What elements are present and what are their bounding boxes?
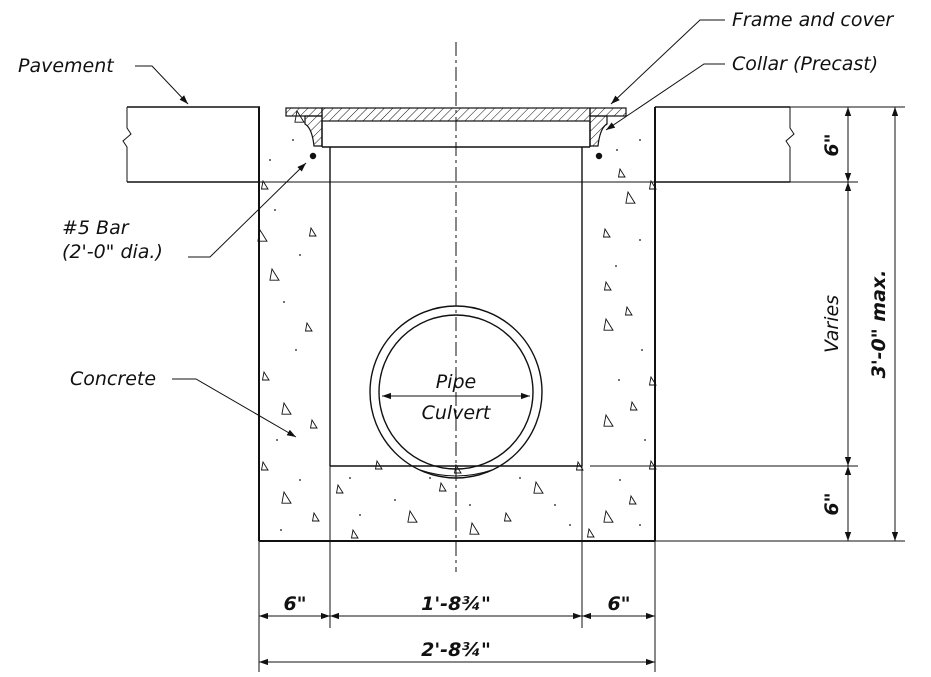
- aggregate-triangle: [648, 459, 657, 470]
- dim-top-collar: 6": [821, 133, 843, 156]
- dim-total-width: 2'-8¾": [421, 639, 491, 661]
- aggregate-triangle: [648, 375, 657, 386]
- concrete-aggregate: [257, 109, 657, 539]
- vertical-dimensions: [590, 106, 905, 541]
- pavement-leader: [135, 65, 189, 105]
- aggregate-dot: [292, 139, 294, 141]
- aggregate-triangle: [503, 511, 512, 522]
- aggregate-triangle: [438, 481, 447, 492]
- aggregate-triangle: [648, 179, 657, 190]
- aggregate-dot: [616, 149, 618, 151]
- pipe-label-line1: Pipe: [436, 371, 477, 393]
- rebar-right: [595, 152, 603, 160]
- aggregate-triangle: [308, 226, 317, 237]
- aggregate-dot: [639, 524, 641, 526]
- aggregate-dot: [639, 239, 641, 241]
- aggregate-dot: [295, 349, 297, 351]
- aggregate-triangle: [603, 280, 612, 291]
- aggregate-dot: [519, 477, 521, 479]
- bar-label-line2: (2'-0" dia.): [62, 241, 163, 263]
- aggregate-dot: [469, 504, 471, 506]
- aggregate-dot: [644, 439, 646, 441]
- aggregate-dot: [276, 439, 278, 441]
- aggregate-dot: [615, 265, 617, 267]
- collar-label: Collar (Precast): [732, 53, 878, 75]
- aggregate-triangle: [304, 321, 313, 332]
- collar-leader: [605, 63, 725, 131]
- aggregate-dot: [299, 479, 301, 481]
- dim-inner-width: 1'-8¾": [421, 593, 491, 615]
- dim-varies: Varies: [821, 295, 843, 353]
- frame-cover-label: Frame and cover: [732, 9, 894, 31]
- aggregate-triangle: [335, 483, 344, 494]
- aggregate-dot: [569, 524, 571, 526]
- bar-label-line1: #5 Bar: [62, 217, 130, 239]
- aggregate-triangle: [374, 459, 383, 470]
- aggregate-triangle: [257, 228, 268, 242]
- pavement-label: Pavement: [18, 55, 115, 77]
- aggregate-dot: [639, 139, 641, 141]
- aggregate-triangle: [628, 494, 637, 505]
- aggregate-dot: [280, 529, 282, 531]
- aggregate-triangle: [469, 521, 480, 535]
- aggregate-dot: [554, 504, 556, 506]
- aggregate-dot: [269, 159, 271, 161]
- concrete-leader: [172, 378, 297, 438]
- aggregate-triangle: [625, 190, 636, 204]
- aggregate-triangle: [407, 509, 418, 523]
- aggregate-triangle: [260, 179, 269, 190]
- aggregate-triangle: [602, 227, 611, 238]
- leaders: [135, 19, 725, 438]
- concrete-label: Concrete: [70, 368, 156, 390]
- aggregate-dot: [394, 499, 396, 501]
- aggregate-triangle: [617, 167, 626, 178]
- dim-bottom-slab: 6": [821, 492, 843, 515]
- aggregate-triangle: [269, 267, 280, 281]
- aggregate-triangle: [453, 463, 462, 474]
- bar-leader: [188, 162, 307, 258]
- aggregate-triangle: [261, 370, 270, 381]
- aggregate-dot: [359, 514, 361, 516]
- rebar-left: [309, 152, 317, 160]
- aggregate-triangle: [350, 528, 359, 539]
- aggregate-triangle: [311, 511, 320, 522]
- aggregate-triangle: [624, 305, 633, 316]
- aggregate-triangle: [586, 527, 595, 538]
- dim-right-wall: 6": [607, 593, 630, 615]
- dim-total-height: 3'-0" max.: [868, 270, 890, 379]
- aggregate-dot: [618, 379, 620, 381]
- aggregate-dot: [429, 477, 431, 479]
- aggregate-dot: [619, 479, 621, 481]
- dim-left-wall: 6": [283, 593, 306, 615]
- aggregate-dot: [283, 301, 285, 303]
- aggregate-triangle: [603, 413, 614, 427]
- frame-cover-leader: [610, 19, 725, 105]
- aggregate-triangle: [309, 418, 318, 429]
- aggregate-triangle: [575, 460, 584, 471]
- aggregate-triangle: [603, 317, 614, 331]
- aggregate-dot: [274, 209, 276, 211]
- pipe-label-line2: Culvert: [422, 402, 492, 424]
- horizontal-dimensions: [258, 466, 656, 672]
- aggregate-dot: [349, 477, 351, 479]
- aggregate-triangle: [294, 109, 305, 123]
- aggregate-triangle: [603, 509, 614, 523]
- aggregate-triangle: [629, 400, 638, 411]
- aggregate-triangle: [260, 460, 269, 471]
- aggregate-triangle: [281, 490, 292, 504]
- rebar: [309, 152, 603, 160]
- aggregate-dot: [299, 254, 301, 256]
- aggregate-dot: [641, 349, 643, 351]
- aggregate-triangle: [533, 480, 544, 494]
- aggregate-triangle: [281, 401, 292, 415]
